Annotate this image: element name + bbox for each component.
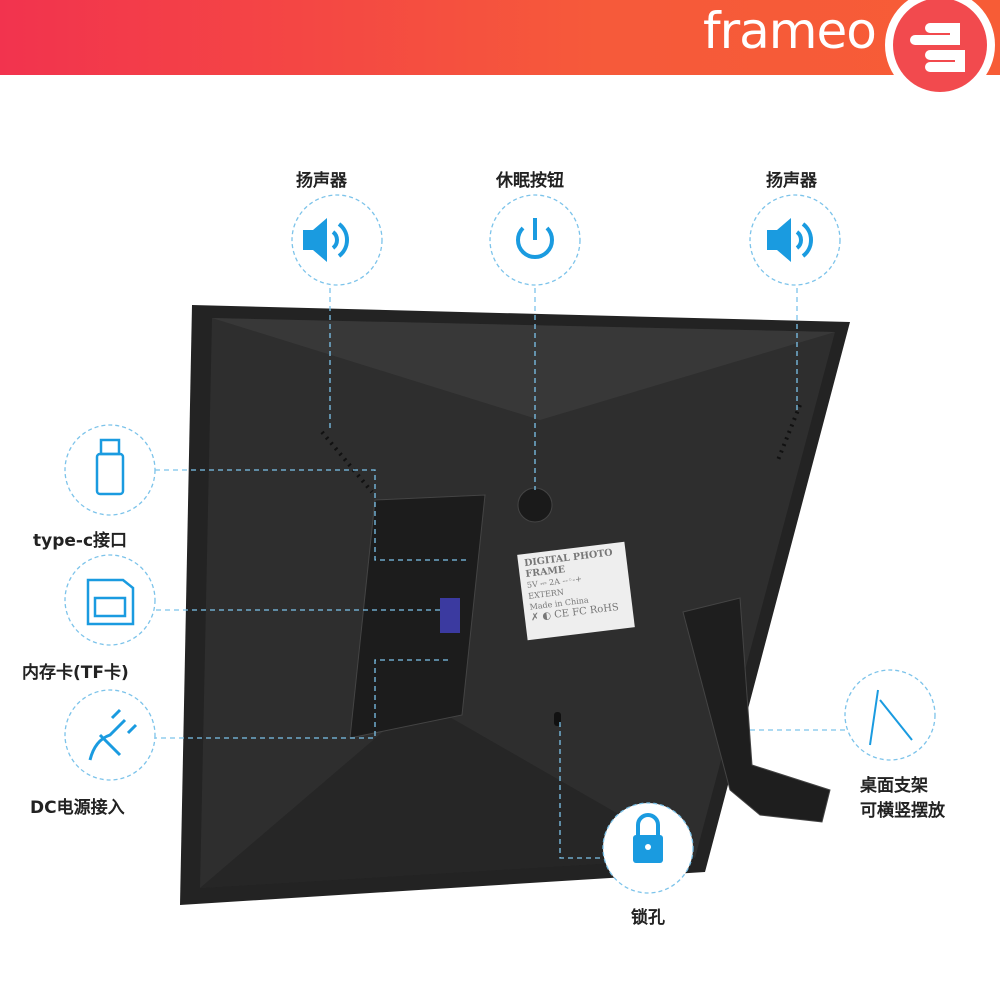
sd-card-icon <box>86 578 135 626</box>
callout-label-stand: 桌面支架 <box>860 776 928 796</box>
brand-header <box>0 0 1000 75</box>
lock-icon <box>633 813 663 863</box>
stand <box>682 597 831 823</box>
usb-icon <box>95 438 125 496</box>
power-icon <box>516 218 554 260</box>
port-compartment <box>349 494 486 739</box>
frameo-logo-icon <box>885 0 995 100</box>
sleep-button <box>517 487 553 523</box>
callout-label-speaker-right: 扬声器 <box>766 171 817 191</box>
callout-label-dc-power: DC电源接入 <box>30 798 125 818</box>
callout-label-lock: 锁孔 <box>631 908 665 928</box>
plug-icon <box>88 708 138 761</box>
speaker-icon <box>767 218 813 262</box>
callout-label-speaker-left: 扬声器 <box>296 171 347 191</box>
brand-logo-text: frameo <box>703 2 877 60</box>
speaker-icon <box>303 218 349 262</box>
product-label: DIGITAL PHOTO FRAME 5V ⎓ 2A --◦-+ EXTERN… <box>517 541 635 641</box>
stand-icon <box>869 689 913 746</box>
product-label-polarity: --◦-+ <box>561 574 583 586</box>
callout-label-sleep-button: 休眠按钮 <box>496 171 564 191</box>
callout-label-type-c: type-c接口 <box>33 531 128 551</box>
callout-label-stand-2: 可横竖摆放 <box>860 801 945 821</box>
callout-label-tf-card: 内存卡(TF卡) <box>22 663 129 683</box>
lock-hole <box>554 712 561 726</box>
tf-card-slot <box>440 598 460 633</box>
